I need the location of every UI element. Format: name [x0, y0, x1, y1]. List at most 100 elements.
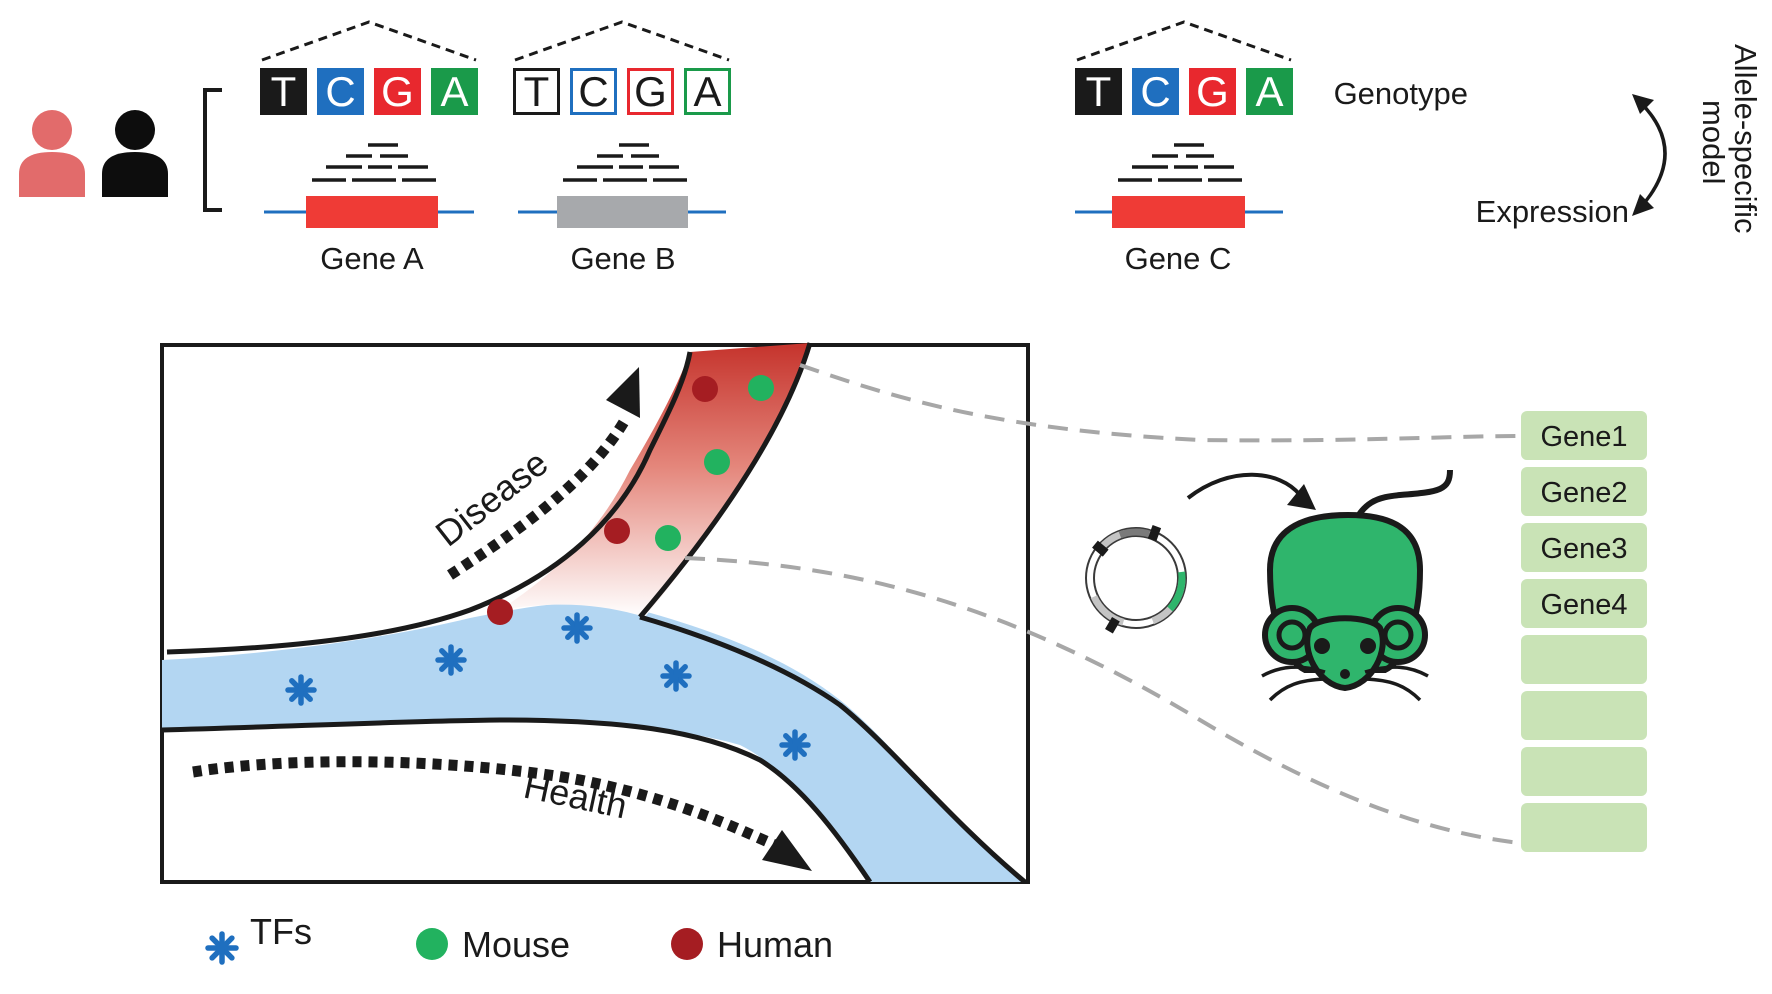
- individual-bracket: [203, 88, 222, 212]
- legend-tfs-label: TFs: [250, 911, 312, 952]
- svg-text:C: C: [325, 68, 355, 115]
- gene-list-item: Gene2: [1521, 467, 1647, 516]
- zoom-tent: [1076, 20, 1292, 62]
- zoom-line-top: [799, 363, 1521, 443]
- nucleotide-A: A: [431, 68, 478, 115]
- nucleotide-T: T: [260, 68, 307, 115]
- svg-text:Gene3: Gene3: [1540, 533, 1627, 565]
- svg-text:C: C: [578, 68, 608, 115]
- trajectory-panel: Disease Health: [160, 342, 1030, 884]
- human-dot: [692, 376, 718, 402]
- nucleotide-T: T: [1075, 68, 1122, 115]
- tf-asterisk-icon: [285, 674, 317, 706]
- transfer-arrowhead-icon: [1287, 484, 1316, 510]
- svg-text:C: C: [1140, 68, 1170, 115]
- mouse-icon: [1261, 469, 1453, 702]
- health-arrow-dotted: [192, 756, 778, 851]
- disease-arrowhead-icon: [606, 367, 640, 418]
- tf-asterisk-icon: [205, 931, 239, 965]
- legend-human-label: Human: [717, 924, 833, 965]
- nucleotide-C: C: [570, 68, 617, 115]
- svg-text:A: A: [693, 68, 721, 115]
- gene-label: Gene C: [1125, 241, 1232, 276]
- mouse-dot: [655, 525, 681, 551]
- nucleotide-A: A: [684, 68, 731, 115]
- gene-list-item: [1521, 803, 1647, 852]
- svg-text:T: T: [524, 68, 550, 115]
- legend-mouse: Mouse: [416, 924, 570, 965]
- trajectory-marks: [285, 375, 811, 761]
- zoom-tent: [261, 20, 477, 62]
- nucleotide-G: G: [1189, 68, 1236, 115]
- svg-text:T: T: [1086, 68, 1112, 115]
- sequencing-reads: [1118, 143, 1242, 182]
- gene-list-item: [1521, 691, 1647, 740]
- gene-list-item: Gene1: [1521, 411, 1647, 460]
- legend: TFs Mouse Human: [205, 911, 833, 965]
- nucleotide-A: A: [1246, 68, 1293, 115]
- arrowhead-bottom-icon: [1632, 194, 1654, 216]
- svg-text:Gene1: Gene1: [1540, 421, 1627, 453]
- gene-list-item: Gene4: [1521, 579, 1647, 628]
- tf-asterisk-glyph: [205, 931, 239, 965]
- health-arrowhead-icon: [762, 830, 812, 871]
- human-dot-icon: [671, 928, 703, 960]
- gene-label: Gene B: [570, 241, 675, 276]
- tf-asterisk-icon: [435, 644, 467, 676]
- svg-text:A: A: [440, 68, 468, 115]
- upper-boundary-line: [166, 351, 693, 655]
- mouse-dot: [704, 449, 730, 475]
- transfer-arrow: [1186, 472, 1302, 500]
- fork-lower-line: [639, 614, 1027, 884]
- model-title-line1: Allele-specific: [1728, 44, 1763, 234]
- lower-boundary-line: [161, 717, 873, 884]
- person-icon-pink: [19, 110, 85, 197]
- gene-list-item: [1521, 635, 1647, 684]
- genotype-label: Genotype: [1334, 76, 1468, 111]
- fork-right-line: [638, 342, 813, 619]
- legend-tf: TFs: [205, 911, 312, 965]
- gene-label: Gene A: [320, 241, 424, 276]
- nucleotide-G: G: [627, 68, 674, 115]
- mouse-dot-icon: [416, 928, 448, 960]
- tf-asterisk-icon: [660, 660, 692, 692]
- svg-text:G: G: [1196, 68, 1229, 115]
- svg-text:Gene2: Gene2: [1540, 477, 1627, 509]
- svg-text:A: A: [1255, 68, 1283, 115]
- model-title-line2: model: [1696, 100, 1731, 184]
- zoom-tent: [514, 20, 730, 62]
- svg-text:G: G: [634, 68, 667, 115]
- svg-text:T: T: [271, 68, 297, 115]
- nucleotide-C: C: [317, 68, 364, 115]
- sequencing-reads: [312, 143, 436, 182]
- nucleotide-T: T: [513, 68, 560, 115]
- allele-specific-model: Genotype Expression Allele-specific mode…: [1334, 44, 1763, 234]
- nucleotide-G: G: [374, 68, 421, 115]
- person-icon-black: [102, 110, 168, 197]
- svg-text:Gene4: Gene4: [1540, 589, 1627, 621]
- mouse-dot: [748, 375, 774, 401]
- plasmid-icon: [1085, 525, 1187, 634]
- human-dot: [604, 518, 630, 544]
- gene-body: [306, 196, 438, 228]
- svg-text:G: G: [381, 68, 414, 115]
- arrowhead-top-icon: [1632, 94, 1654, 114]
- sequencing-reads: [563, 143, 687, 182]
- tf-asterisk-icon: [561, 612, 593, 644]
- gene-body: [557, 196, 688, 228]
- human-dot: [487, 599, 513, 625]
- tf-asterisk-icon: [779, 729, 811, 761]
- gene-body: [1112, 196, 1245, 228]
- health-band: [162, 602, 1025, 882]
- disease-arrow-dotted: [447, 417, 630, 580]
- model-cycle-arrow: [1638, 100, 1667, 210]
- legend-human: Human: [671, 924, 833, 965]
- gene-list-item: Gene3: [1521, 523, 1647, 572]
